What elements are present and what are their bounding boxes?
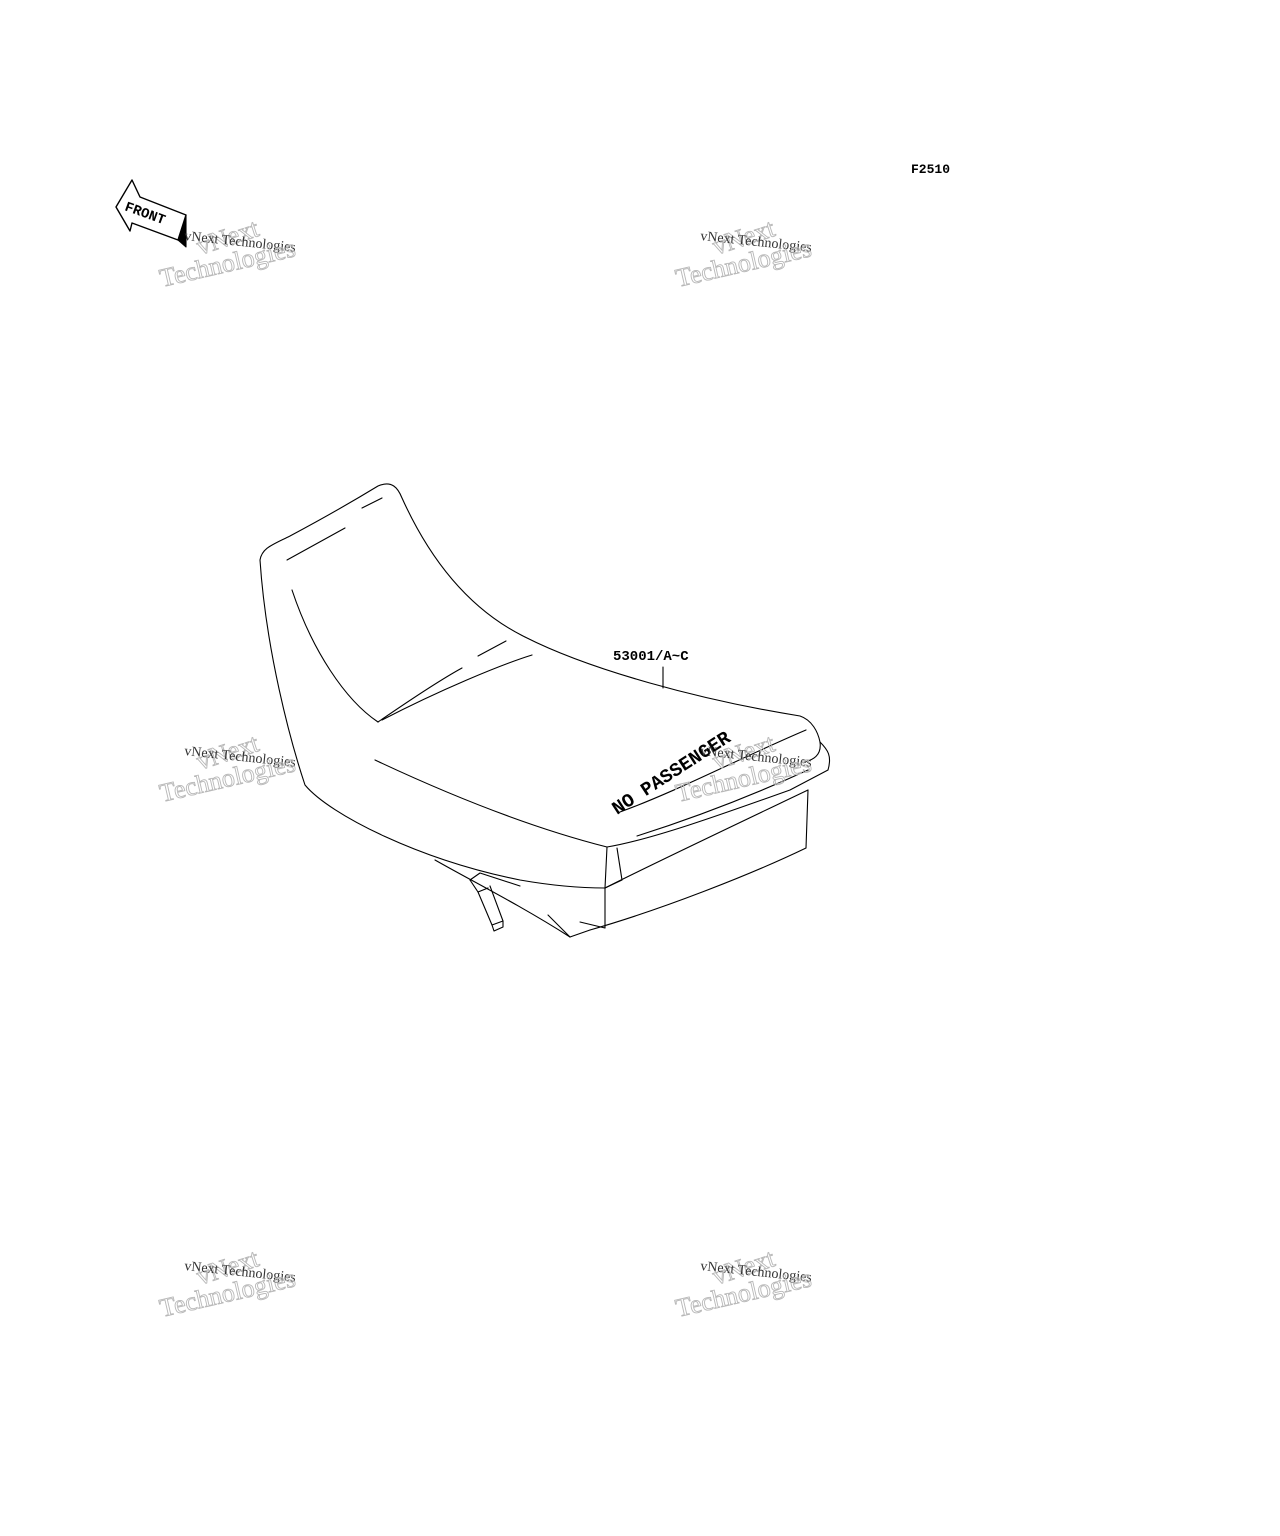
front-label: FRONT <box>122 200 167 229</box>
part-number-label: 53001/A~C <box>613 649 689 665</box>
part-callout: 53001/A~C <box>613 649 689 689</box>
front-arrow-icon: FRONT <box>115 179 187 248</box>
watermark-top-left: vNext vNext Technologies Technologies <box>156 213 298 293</box>
watermark-bottom-left: vNext vNext Technologies Technologies <box>156 1243 298 1323</box>
watermark-bottom-right: vNext vNext Technologies Technologies <box>672 1243 814 1323</box>
diagram-code: F2510 <box>911 162 950 177</box>
watermark-middle-left: vNext vNext Technologies Technologies <box>156 728 298 808</box>
seat-drawing: NO PASSENGER <box>259 483 831 938</box>
watermark-top-right: vNext vNext Technologies Technologies <box>672 213 814 293</box>
